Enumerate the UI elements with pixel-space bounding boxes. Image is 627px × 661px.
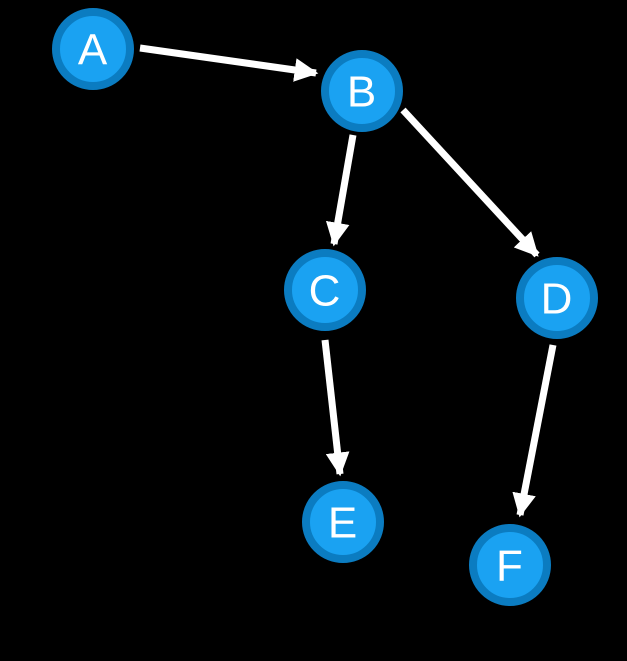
node-label-B: B bbox=[347, 67, 377, 116]
node-C[interactable]: C bbox=[284, 249, 366, 331]
edge-D-to-F bbox=[512, 344, 557, 518]
node-label-A: A bbox=[78, 25, 108, 74]
edge-A-to-B bbox=[139, 44, 319, 82]
node-D[interactable]: D bbox=[516, 257, 598, 339]
node-circle-E[interactable] bbox=[302, 481, 384, 563]
node-E[interactable]: E bbox=[302, 481, 384, 563]
node-circle-D[interactable] bbox=[516, 257, 598, 339]
node-A[interactable]: A bbox=[52, 8, 134, 90]
node-B[interactable]: B bbox=[321, 50, 403, 132]
node-F[interactable]: F bbox=[469, 524, 551, 606]
edge-B-to-D bbox=[400, 107, 540, 258]
node-circle-B[interactable] bbox=[321, 50, 403, 132]
node-label-F: F bbox=[496, 541, 524, 590]
edge-C-to-E bbox=[321, 339, 350, 477]
node-label-E: E bbox=[328, 498, 358, 547]
node-label-D: D bbox=[541, 274, 574, 323]
node-circle-A[interactable] bbox=[52, 8, 134, 90]
node-circle-C[interactable] bbox=[284, 249, 366, 331]
edge-B-to-C bbox=[325, 134, 357, 247]
edges-layer bbox=[139, 44, 557, 518]
node-circle-F[interactable] bbox=[469, 524, 551, 606]
node-label-C: C bbox=[309, 266, 342, 315]
nodes-layer: A B C D E F bbox=[52, 8, 598, 606]
